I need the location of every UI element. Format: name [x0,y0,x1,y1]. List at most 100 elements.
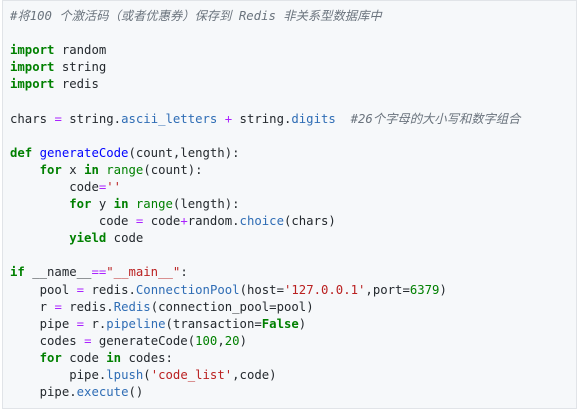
code-line-1: #将100 个激活码（或者优惠券）保存到 Redis 非关系型数据库中 [10,8,576,25]
code-line-9: def generateCode(count,length): [10,145,576,162]
obj-pipe: pipe [69,367,99,382]
comment-header: #将100 个激活码（或者优惠券）保存到 Redis 非关系型数据库中 [10,9,382,23]
code-line-15 [10,247,576,264]
dot: . [113,111,122,126]
call-generate-code: generateCode( [98,333,196,348]
redis-args: (connection_pool=pool) [150,299,314,314]
keyword-yield: yield [69,231,107,246]
builtin-range: range [135,197,173,212]
code-listing: #将100 个激活码（或者优惠券）保存到 Redis 非关系型数据库中 impor… [3,1,576,401]
keyword-in: in [113,197,129,212]
code-line-19: pipe = r.pipeline(transaction=False) [10,316,576,333]
code-line-12: for y in range(length): [10,196,576,213]
operator-plus: + [224,111,233,126]
obj-redis: redis [91,282,129,297]
code-line-5: import redis [10,76,576,93]
close-paren: ) [239,333,247,348]
number-port: 6379 [409,282,440,297]
dunder-name: __name__ [32,265,92,280]
dot: . [128,282,136,297]
code-line-10: for x in range(count): [10,162,576,179]
string-host: '127.0.0.1' [283,282,366,297]
range-args-length: (length): [172,197,240,212]
var-code: code [150,214,181,229]
var-code: code [98,214,129,229]
range-args-count: (count): [143,162,203,177]
code-line-3: import random [10,42,576,59]
keyword-false: False [261,316,299,331]
code-line-11: code='' [10,179,576,196]
operator-assign: = [135,214,144,229]
string-empty: '' [106,179,122,194]
code-line-17: pool = redis.ConnectionPool(host='127.0.… [10,282,576,299]
obj-string: string [239,111,284,126]
keyword-import: import [10,77,55,92]
iter-codes: codes: [128,350,173,365]
lpush-rest: ,code) [232,367,277,382]
code-line-23: pipe.execute() [10,384,576,401]
call-empty: () [128,385,144,400]
var-code: code [69,179,99,194]
code-line-16: if __name__=="__main__": [10,264,576,281]
lpush-open: ( [143,367,151,382]
var-codes: codes [39,333,77,348]
class-connection-pool: ConnectionPool [135,282,240,297]
module-redis: redis [61,77,99,92]
obj-r: r [91,316,99,331]
builtin-range: range [106,162,144,177]
code-line-21: for code in codes: [10,350,576,367]
var-y: y [98,197,107,212]
operator-eqeq: == [91,265,107,280]
var-pool: pool [39,282,70,297]
choice-args: (chars) [283,214,336,229]
code-line-4: import string [10,59,576,76]
dot: . [69,385,77,400]
keyword-import: import [10,43,55,58]
obj-pipe: pipe [39,385,70,400]
comma: , [217,333,225,348]
code-line-18: r = redis.Redis(connection_pool=pool) [10,299,576,316]
method-lpush: lpush [106,367,144,382]
obj-random: random [187,214,233,229]
module-random: random [61,43,107,58]
function-name: generateCode [39,145,129,160]
port-kwarg: ,port= [365,282,410,297]
attr-ascii-letters: ascii_letters [121,111,218,126]
module-string: string [61,60,107,75]
operator-assign: = [76,316,85,331]
operator-assign: = [84,333,92,348]
transaction-kwarg: (transaction= [165,316,262,331]
code-line-14: yield code [10,230,576,247]
operator-assign: = [98,179,107,194]
code-line-22: pipe.lpush('code_list',code) [10,367,576,384]
var-chars: chars [10,111,48,126]
keyword-in: in [106,350,122,365]
operator-plus: + [180,214,188,229]
dot: . [98,367,107,382]
method-choice: choice [239,214,284,229]
obj-string: string [69,111,114,126]
comment-chars: #26个字母的大小写和数字组合 [350,111,521,126]
dot: . [106,299,114,314]
close-paren: ) [298,316,307,331]
code-line-6 [10,93,576,110]
close-paren: ) [439,282,447,297]
code-line-20: codes = generateCode(100,20) [10,333,576,350]
method-pipeline: pipeline [106,316,166,331]
dot: . [283,111,292,126]
colon: : [180,265,188,280]
var-pipe: pipe [39,316,70,331]
operator-assign: = [54,111,62,126]
keyword-for: for [39,162,62,177]
string-code-list: 'code_list' [150,367,233,382]
number-20: 20 [224,333,240,348]
var-code: code [69,350,99,365]
string-main: "__main__" [106,265,181,280]
class-redis: Redis [113,299,151,314]
var-code: code [113,231,144,246]
var-x: x [69,162,77,177]
obj-redis: redis [69,299,107,314]
var-r: r [39,299,48,314]
function-params: (count,length): [128,145,240,160]
